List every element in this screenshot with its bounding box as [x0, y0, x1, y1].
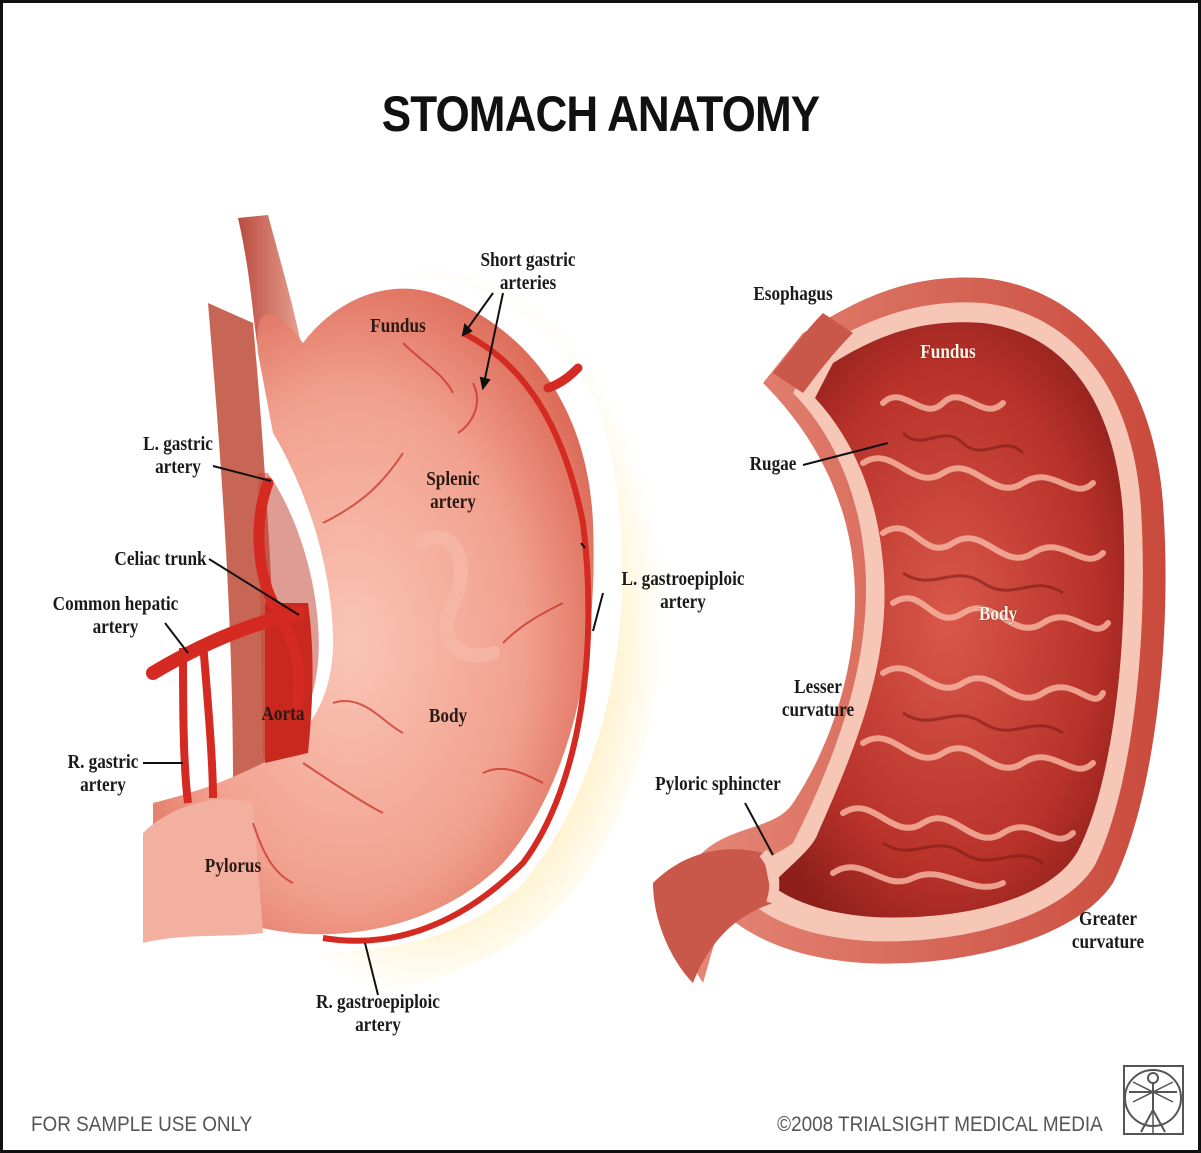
label-rugae: Rugae	[743, 453, 803, 476]
label-celiac-trunk: Celiac trunk	[107, 548, 215, 571]
label-fundus-right: Fundus	[914, 341, 983, 364]
label-r-gastroepiploic-artery: R. gastroepiploic artery	[305, 991, 451, 1037]
label-fundus-left: Fundus	[364, 315, 433, 338]
label-esophagus: Esophagus	[750, 283, 836, 306]
label-splenic-artery: Splenic artery	[414, 468, 491, 514]
label-l-gastric-artery: L. gastric artery	[131, 433, 226, 479]
label-pyloric-sphincter: Pyloric sphincter	[654, 773, 783, 796]
label-common-hepatic-artery: Common hepatic artery	[45, 593, 187, 639]
label-aorta: Aorta	[257, 703, 309, 726]
label-pylorus: Pylorus	[194, 855, 271, 878]
label-r-gastric-artery: R. gastric artery	[60, 751, 146, 797]
stomach-illustration	[3, 3, 1198, 1150]
label-lesser-curvature: Lesser curvature	[775, 676, 861, 722]
label-l-gastroepiploic-artery: L. gastroepiploic artery	[610, 568, 756, 614]
label-short-gastric-arteries: Short gastric arteries	[472, 249, 584, 295]
vitruvian-man-logo-icon	[1121, 1058, 1186, 1138]
footer-sample-notice: FOR SAMPLE USE ONLY	[31, 1113, 252, 1137]
label-body-left: Body	[418, 705, 478, 728]
right-stomach-cross-section	[653, 277, 1166, 983]
label-body-right: Body	[968, 603, 1028, 626]
label-greater-curvature: Greater curvature	[1065, 908, 1151, 954]
footer-copyright: ©2008 TRIALSIGHT MEDICAL MEDIA	[777, 1113, 1103, 1137]
